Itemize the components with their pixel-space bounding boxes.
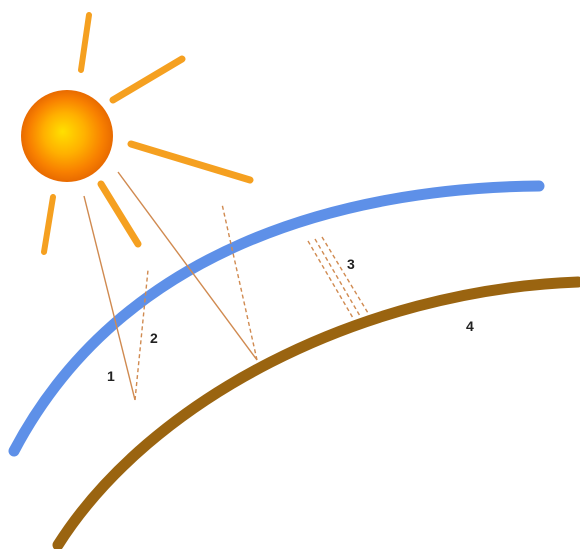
trapped-ray-3a — [308, 241, 353, 318]
sun-ray — [81, 15, 89, 70]
trapped-ray-3c — [322, 237, 368, 313]
incoming-ray-2 — [118, 172, 257, 360]
sun-ray — [113, 59, 182, 100]
reflected-ray-2 — [135, 270, 148, 400]
trapped-ray-3b — [315, 239, 360, 316]
sun-ray — [131, 144, 250, 180]
label-2: 2 — [150, 330, 158, 346]
sun-icon — [21, 90, 113, 182]
sun-ray — [101, 184, 138, 244]
sun-ray — [44, 197, 53, 252]
label-4: 4 — [466, 318, 474, 334]
earth-surface — [58, 282, 578, 545]
label-3: 3 — [347, 256, 355, 272]
label-1: 1 — [107, 368, 115, 384]
atmosphere-layer — [14, 186, 539, 451]
